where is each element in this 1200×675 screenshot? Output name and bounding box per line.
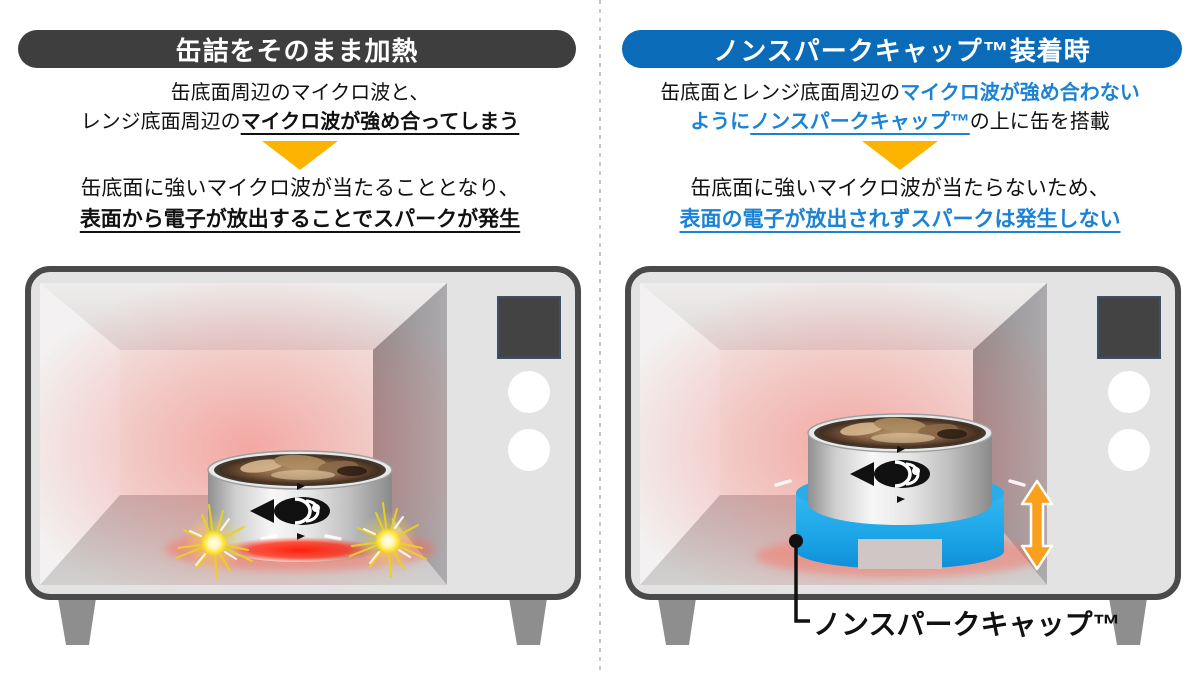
left-title: 缶詰をそのまま加熱: [175, 35, 419, 66]
right-cause-line2-emph: ように: [690, 111, 751, 133]
right-cause-line2-plain: の上に缶を搭載: [969, 111, 1110, 133]
cap-callout: ノンスパークキャップ™: [789, 534, 1120, 640]
control-panel: [497, 296, 561, 471]
left-result-text: 缶底面に強いマイクロ波が当たることとなり、 表面から電子が放出することでスパーク…: [0, 173, 600, 235]
left-cause-text: 缶底面周辺のマイクロ波と、 レンジ底面周辺のマイクロ波が強め合ってしまう: [0, 79, 600, 137]
fish-icon: [250, 483, 330, 540]
fish-can: [807, 413, 993, 525]
microwave-cavity: [40, 283, 447, 585]
microwave-illustration-sparking: [25, 266, 581, 645]
left-cause-line1: 缶底面周辺のマイクロ波と、: [170, 82, 430, 104]
panel-divider: [599, 0, 601, 675]
microwave-illustration-with-cap: ノンスパークキャップ™: [625, 266, 1181, 645]
control-knob: [508, 371, 550, 413]
left-cause-line2-plain: レンジ底面周辺の: [80, 111, 241, 133]
control-display: [497, 296, 561, 359]
canned-fish-meat: [840, 417, 967, 443]
height-double-arrow-icon: [1020, 479, 1054, 571]
cap-callout-label: ノンスパークキャップ™: [813, 609, 1120, 640]
right-title: ノンスパークキャップ™装着時: [713, 35, 1091, 66]
callout-line: [794, 541, 810, 623]
panel-with-non-spark-cap: ノンスパークキャップ™装着時 缶底面とレンジ底面周辺のマイクロ波が強め合わない …: [600, 0, 1200, 675]
hot-spot: [218, 537, 382, 563]
left-result-line1: 缶底面に強いマイクロ波が当たることとなり、: [80, 177, 520, 200]
fish-can: [207, 450, 393, 562]
control-knob: [1108, 371, 1150, 413]
panel-heated-as-is: 缶詰をそのまま加熱 缶底面周辺のマイクロ波と、 レンジ底面周辺のマイクロ波が強め…: [0, 30, 600, 645]
down-arrow-icon: [262, 141, 338, 170]
right-cause-text: 缶底面とレンジ底面周辺のマイクロ波が強め合わない ようにノンスパークキャップ™の…: [600, 79, 1200, 137]
microwave-leg: [509, 598, 547, 645]
right-cause-line1-emph: マイクロ波が強め合わない: [900, 82, 1140, 104]
right-result-line2-emph: 表面の電子が放出されずスパークは発生しない: [679, 208, 1121, 231]
right-result-text: 缶底面に強いマイクロ波が当たらないため、 表面の電子が放出されずスパークは発生し…: [600, 173, 1200, 235]
control-display: [1097, 296, 1161, 359]
left-result-line2-emph: 表面から電子が放出することでスパークが発生: [79, 208, 521, 231]
left-title-banner: 缶詰をそのまま加熱: [18, 30, 576, 68]
right-title-banner: ノンスパークキャップ™装着時: [622, 30, 1182, 68]
right-cause-line1-plain: 缶底面とレンジ底面周辺の: [660, 82, 901, 104]
microwave-dashes: [774, 479, 1026, 487]
right-result-line1: 缶底面に強いマイクロ波が当たらないため、: [690, 177, 1110, 200]
left-cause-line2-emph: マイクロ波が強め合ってしまう: [240, 111, 520, 133]
right-cause-line2-link: ノンスパークキャップ™: [750, 111, 970, 133]
control-panel: [1097, 296, 1161, 471]
fish-icon: [850, 446, 930, 503]
microwave-leg: [1109, 598, 1147, 645]
control-knob: [508, 429, 550, 471]
heat-glow: [40, 283, 447, 585]
canned-fish-meat: [240, 454, 367, 480]
down-arrow-icon: [862, 141, 938, 170]
cap-notch: [858, 539, 942, 569]
microwave-leg: [658, 598, 696, 645]
microwave-leg: [58, 598, 96, 645]
control-knob: [1108, 429, 1150, 471]
